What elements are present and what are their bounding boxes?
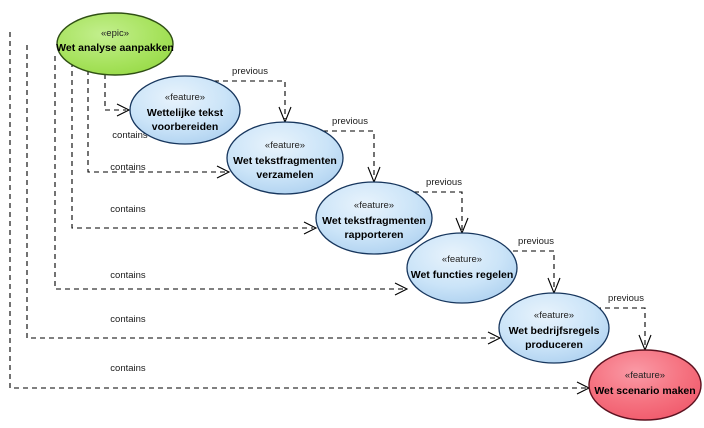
node-feature3-shape — [315, 181, 433, 255]
edge-contains-4-label: contains — [110, 270, 146, 281]
node-feature2[interactable]: «feature» Wet tekstfragmenten verzamelen — [226, 121, 344, 195]
edge-previous-1-label: previous — [232, 66, 268, 77]
edge-contains-1-arrowhead — [116, 103, 131, 117]
edge-contains-4[interactable]: contains — [54, 56, 409, 296]
edge-contains-5-line — [26, 45, 497, 339]
edge-previous-5-line — [578, 307, 646, 347]
edge-contains-5[interactable]: contains — [26, 45, 502, 345]
edge-previous-2-line — [305, 130, 375, 179]
node-feature4-shape — [406, 232, 518, 304]
node-epic-shape — [56, 12, 174, 76]
node-feature6[interactable]: «feature» Wet scenario maken — [588, 349, 702, 421]
edge-contains-2-arrowhead — [216, 165, 231, 179]
edge-contains-5-label: contains — [110, 314, 146, 325]
node-feature1-title-line-2: voorbereiden — [152, 121, 219, 133]
node-feature5-title-line-1: Wet bedrijfsregels — [509, 325, 600, 337]
node-feature1-shape — [129, 75, 241, 145]
edge-contains-3[interactable]: contains — [71, 62, 318, 235]
node-feature4-stereotype: «feature» — [442, 254, 482, 265]
edge-contains-1[interactable]: contains — [104, 74, 148, 141]
edge-contains-2[interactable]: contains — [87, 70, 231, 179]
node-feature3[interactable]: «feature» Wet tekstfragmenten rapportere… — [315, 181, 433, 255]
edge-previous-5-label: previous — [608, 293, 644, 304]
edge-contains-4-arrowhead — [394, 282, 409, 296]
node-feature5[interactable]: «feature» Wet bedrijfsregels produceren — [498, 292, 610, 364]
node-feature3-title-line-2: rapporteren — [345, 229, 404, 241]
node-feature2-stereotype: «feature» — [265, 140, 305, 151]
node-feature1[interactable]: «feature» Wettelijke tekst voorbereiden — [129, 75, 241, 145]
node-feature3-stereotype: «feature» — [354, 200, 394, 211]
node-feature1-stereotype: «feature» — [165, 92, 205, 103]
node-feature2-title-line-2: verzamelen — [256, 169, 313, 181]
node-feature2-shape — [226, 121, 344, 195]
edge-previous-4-label: previous — [518, 236, 554, 247]
edge-contains-6-line — [9, 32, 586, 389]
node-feature4-title-line-1: Wet functies regelen — [411, 269, 514, 281]
edge-contains-3-arrowhead — [303, 221, 318, 235]
node-feature5-stereotype: «feature» — [534, 310, 574, 321]
node-epic-stereotype: «epic» — [101, 28, 129, 39]
edge-contains-6-label: contains — [110, 363, 146, 374]
node-feature6-title-line-1: Wet scenario maken — [594, 385, 695, 397]
edge-contains-1-line — [104, 74, 126, 111]
edge-previous-3-line — [396, 191, 463, 230]
node-epic-title-line-1: Wet analyse aanpakken — [56, 42, 174, 54]
node-feature5-title-line-2: produceren — [525, 339, 583, 351]
node-feature4[interactable]: «feature» Wet functies regelen — [406, 232, 518, 304]
node-feature2-title-line-1: Wet tekstfragmenten — [233, 155, 337, 167]
node-feature5-shape — [498, 292, 610, 364]
node-feature6-shape — [588, 349, 702, 421]
contains-edges: contains contains contains contains — [9, 32, 591, 395]
node-feature6-stereotype: «feature» — [625, 370, 665, 381]
node-feature1-title-line-1: Wettelijke tekst — [147, 107, 224, 119]
edge-previous-3-label: previous — [426, 177, 462, 188]
edge-previous-2-label: previous — [332, 116, 368, 127]
edge-contains-2-label: contains — [110, 162, 146, 173]
edge-contains-1-label: contains — [112, 130, 148, 141]
edge-contains-2-line — [87, 70, 226, 173]
edge-contains-3-label: contains — [110, 204, 146, 215]
node-feature3-title-line-1: Wet tekstfragmenten — [322, 215, 426, 227]
node-epic[interactable]: «epic» Wet analyse aanpakken — [56, 12, 174, 76]
edge-contains-5-arrowhead — [487, 331, 502, 345]
edge-contains-3-line — [71, 62, 313, 229]
